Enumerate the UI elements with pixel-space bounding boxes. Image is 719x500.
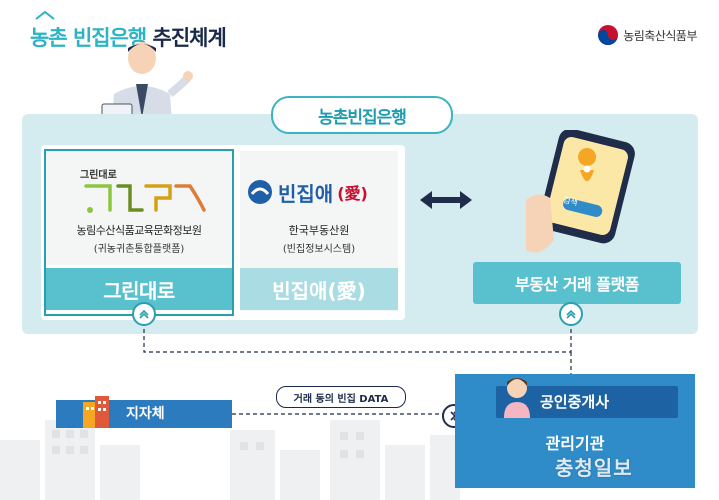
building-icon <box>83 396 109 428</box>
greendaero-card-top <box>46 151 232 265</box>
binjipae-band: 빈집애(愛) <box>240 268 398 310</box>
data-flow-label: 거래 동의 빈집 DATA <box>276 386 406 408</box>
page-title: 농촌 빈집은행 추진체계 <box>30 22 227 52</box>
local-government-label: 지자체 <box>126 406 165 422</box>
greendaero-org-sub: (귀농귀촌통합플랫폼) <box>93 244 185 255</box>
watermark: 충청일보 <box>555 456 633 480</box>
smartphone-illustration <box>526 130 635 253</box>
binjipae-logo-hanja: (愛) <box>337 184 368 203</box>
greendaero-logo-icon <box>84 184 206 213</box>
title-rest: 추진체계 <box>152 26 227 50</box>
binjipae-org-sub: (빈집정보시스템) <box>282 244 356 255</box>
broker-label: 공인중개사 <box>540 393 610 411</box>
house-icon <box>35 10 55 20</box>
agency-label: 관리기관 <box>545 434 605 453</box>
realestate-platform-band: 부동산 거래 플랫폼 <box>473 262 681 304</box>
taegeuk-emblem-icon <box>598 25 619 45</box>
ministry-logo: 농림축산식품부 <box>597 24 697 46</box>
up-chevron-icon-left <box>132 302 156 326</box>
title-accent: 농촌 빈집은행 <box>30 26 147 50</box>
double-arrow-icon <box>420 191 472 209</box>
bank-label: 농촌빈집은행 <box>271 96 453 134</box>
ministry-name: 농림축산식품부 <box>623 28 697 43</box>
greendaero-org: 농림수산식품교육문화정보원 <box>76 224 202 237</box>
binjipae-emblem-icon <box>248 180 272 204</box>
binjipae-org: 한국부동산원 <box>288 224 350 237</box>
binjipae-logo-text: 빈집애 <box>278 181 334 206</box>
broker-avatar-icon <box>504 378 530 418</box>
up-chevron-icon-right <box>559 302 583 326</box>
city-skyline-background <box>0 420 460 500</box>
greendaero-logo-caption: 그린대로 <box>80 170 117 181</box>
binjipae-logo: 빈집애 (愛) <box>246 172 396 212</box>
